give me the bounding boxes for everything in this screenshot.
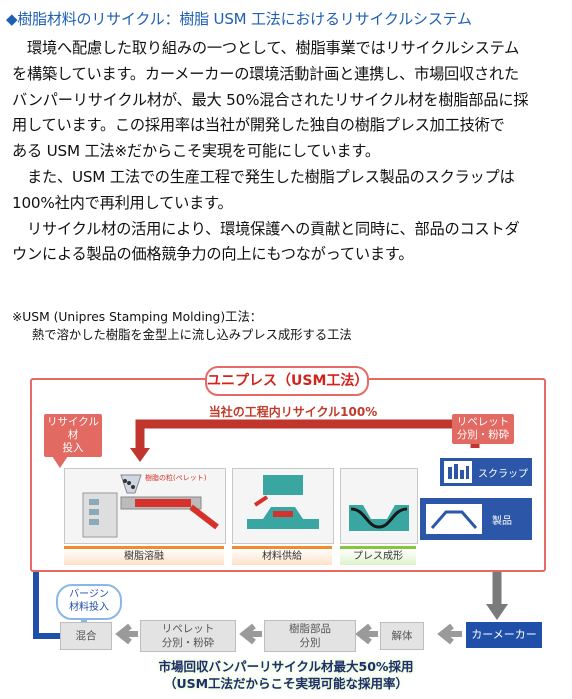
stage-supply-label: 材料供給 <box>232 546 332 565</box>
mix-box: 混合 <box>60 622 112 650</box>
footnote: ※USM (Unipres Stamping Molding)工法： 熱で溶かし… <box>12 308 352 344</box>
paragraph-line: バンパーリサイクル材が、最大 50%混合されたリサイクル材を樹脂部品に採 <box>12 90 529 109</box>
mold-open-icon <box>247 475 319 529</box>
paragraph-line: を構築しています。カーメーカーの環境活動計画と連携し、市場回収された <box>12 64 519 83</box>
bottom-arrow-4 <box>115 623 138 645</box>
inhouse-loop-arrow-head <box>130 448 150 462</box>
stage-melting-box: 樹脂の粒(ペレット) <box>64 468 226 544</box>
resin-parts-box: 樹脂部品 分別 <box>264 620 356 652</box>
recycle-input-head-overlay <box>52 456 68 468</box>
paragraph-line: 環境へ配慮した取り組みの一つとして、樹脂事業ではリサイクルシステム <box>12 39 520 57</box>
repellet-line1: リペレット <box>161 623 215 635</box>
scrap-icon <box>444 461 472 483</box>
resin-parts-line1: 樹脂部品 <box>289 623 331 635</box>
paragraph-line: リサイクル材の活用により、環境保護への貢献と同時に、部品のコストダ <box>12 219 520 238</box>
inhouse-loop-arrow-top <box>135 419 480 450</box>
stage-supply-box <box>232 468 334 544</box>
footnote-line1: ※USM (Unipres Stamping Molding)工法： <box>12 310 263 324</box>
paragraph-line: ウンによる製品の価格競争力の向上にもつながっています。 <box>12 245 414 264</box>
stage-press-box <box>340 468 418 544</box>
caption-line1: 市場回収バンパーリサイクル材最大50%採用 <box>158 659 414 674</box>
melting-machine-icon <box>82 474 219 538</box>
repellet-inhouse-line2: 分別・粉砕 <box>456 429 510 441</box>
paragraph-line: ある USM 工法※だからこそ実現を可能にしています。 <box>12 142 380 161</box>
recycled-input-label: リサイクル材 投入 <box>44 414 102 457</box>
stage-melting-label: 樹脂溶融 <box>64 546 224 565</box>
bottom-arrow-2 <box>355 623 378 645</box>
paragraph-line: また、USM 工法での生産工程で発生した樹脂プレス製品のスクラップは <box>12 167 515 186</box>
bottom-arrow-1 <box>437 623 462 645</box>
recycling-diagram: ユニプレス（USM工法） 当社の工程内リサイクル100% リサイクル材 投入 リ… <box>0 358 572 699</box>
virgin-line2: 材料投入 <box>69 602 109 613</box>
dismantle-box: 解体 <box>380 622 424 650</box>
repellet-line2: 分別・粉砕 <box>161 637 215 649</box>
repellet-inhouse-line1: リペレット <box>456 416 510 428</box>
paragraph-line: 用しています。この採用率は当社が開発した独自の樹脂プレス加工技術で <box>12 116 505 135</box>
repellet-box: リペレット 分別・粉砕 <box>140 620 236 652</box>
virgin-line1: バージン <box>69 589 109 600</box>
inhouse-recycle-label: 当社の工程内リサイクル100% <box>208 405 378 419</box>
scrap-box: スクラップ <box>440 458 532 486</box>
paragraph-line: 100%社内で再利用しています。 <box>12 193 233 212</box>
section-heading: ◆樹脂材料のリサイクル：樹脂 USM 工法におけるリサイクルシステム <box>6 10 472 28</box>
recycled-input-line1: リサイクル材 <box>47 416 99 441</box>
pellet-label: 樹脂の粒(ペレット) <box>145 474 207 482</box>
body-paragraph: 環境へ配慮した取り組みの一つとして、樹脂事業ではリサイクルシステム を構築してい… <box>12 36 529 268</box>
grey-down-head <box>486 604 508 620</box>
press-mold-icon <box>349 505 409 531</box>
carmaker-box: カーメーカー <box>466 622 542 648</box>
diagram-caption: 市場回収バンパーリサイクル材最大50%採用 （USM工法だからこそ実現可能な採用… <box>100 658 472 692</box>
recycled-input-line2: 投入 <box>62 442 84 454</box>
resin-parts-line2: 分別 <box>299 637 321 649</box>
stage-press-label: プレス成形 <box>340 546 416 565</box>
product-box: 製品 <box>420 498 532 540</box>
unipres-title: ユニプレス（USM工法） <box>205 366 369 396</box>
repellet-inhouse-label: リペレット 分別・粉砕 <box>452 414 514 444</box>
virgin-material-bubble: バージン 材料投入 <box>56 584 122 620</box>
bottom-arrow-3 <box>239 623 262 645</box>
caption-line2: （USM工法だからこそ実現可能な採用率） <box>163 676 409 691</box>
scrap-label: スクラップ <box>478 469 528 480</box>
product-label: 製品 <box>492 516 512 527</box>
product-icon <box>426 504 482 534</box>
footnote-line2: 熱で溶かした樹脂を金型上に流し込みプレス成形する工法 <box>32 328 352 342</box>
